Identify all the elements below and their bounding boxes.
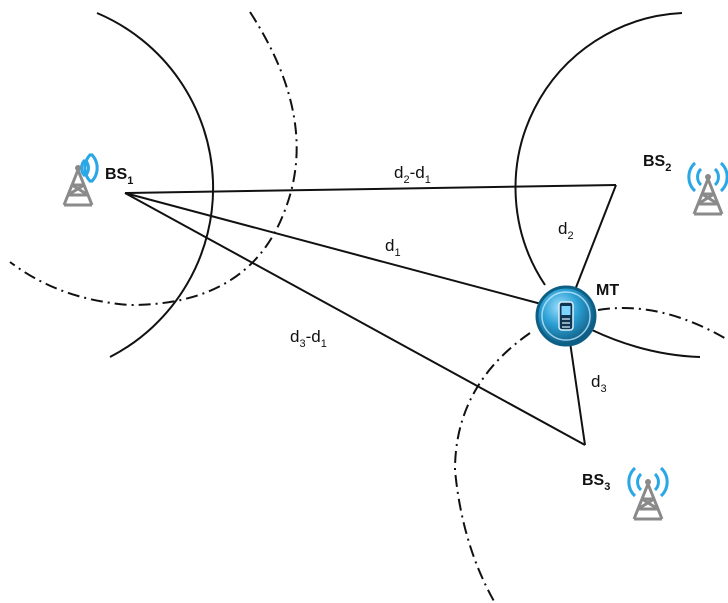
line-bs2-mt <box>574 184 617 291</box>
bs2-range-arc <box>514 12 683 286</box>
bs3-dashdot-arc <box>453 332 531 603</box>
bs2-range-arc-lower <box>591 329 701 358</box>
bs2-tower-icon <box>687 161 728 216</box>
label-d3-minus-d1: d3-d1 <box>290 327 327 350</box>
bs3-label: BS3 <box>582 472 610 493</box>
line-bs1-bs2 <box>124 184 617 194</box>
bs3-tower-icon <box>627 466 669 521</box>
label-d2: d2 <box>558 219 574 242</box>
line-bs1-mt <box>124 192 546 306</box>
bs1-range-arc <box>96 12 215 358</box>
line-bs1-bs3 <box>124 192 586 446</box>
label-d2-minus-d1: d2-d1 <box>394 163 431 186</box>
bs1-dashdot-arc <box>9 11 298 307</box>
bs1-label: BS1 <box>105 166 133 187</box>
bs2-label: BS2 <box>643 153 671 174</box>
line-mt-bs3 <box>569 341 586 446</box>
mt-label: MT <box>596 282 619 299</box>
label-d3: d3 <box>591 372 607 395</box>
label-d1: d1 <box>385 236 401 259</box>
bs1-tower-icon <box>62 152 99 207</box>
mobile-terminal-icon <box>535 285 597 347</box>
mt-dashdot-arc <box>597 307 728 341</box>
